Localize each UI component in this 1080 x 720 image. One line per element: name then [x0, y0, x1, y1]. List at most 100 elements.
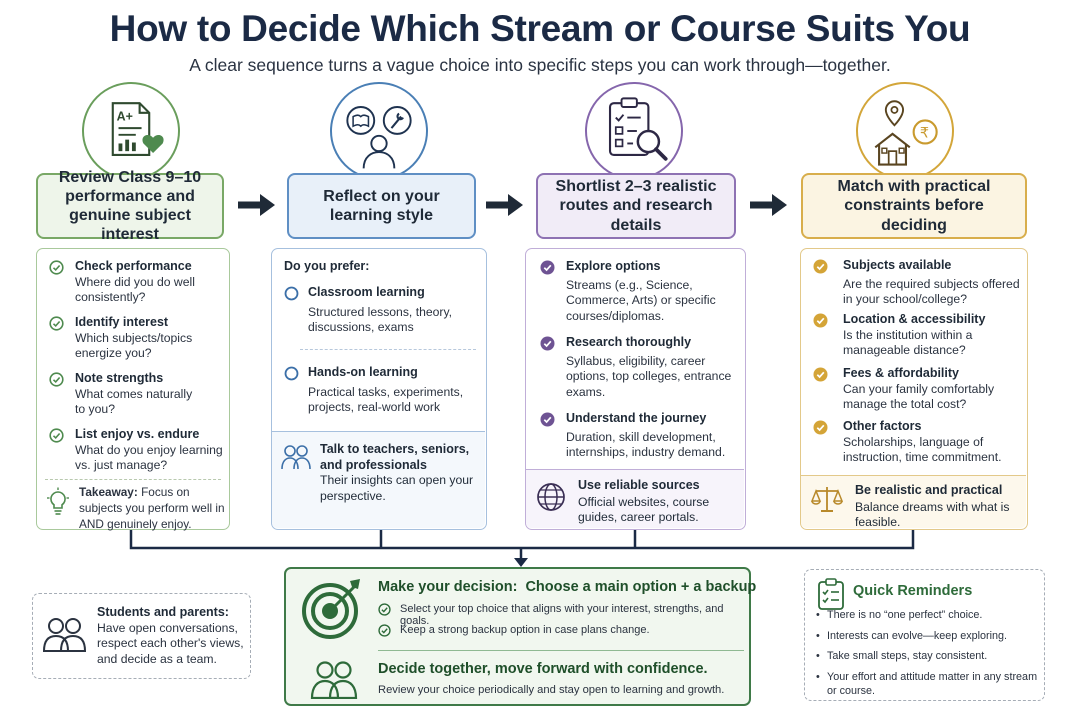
reminders-title: Quick Reminders — [853, 583, 973, 599]
step1-item-desc: Which subjects/topics energize you? — [75, 330, 193, 361]
target-arrow-icon — [300, 577, 364, 641]
check-filled-icon — [813, 259, 828, 274]
step3-footer-text: Official websites, course guides, career… — [578, 494, 710, 525]
step2-footer-title: Talk to teachers, seniors, and professio… — [320, 442, 470, 472]
step2-heading: Reflect on your learning style — [287, 173, 476, 239]
check-filled-icon — [813, 313, 828, 328]
step1-item-desc: What comes naturally to you? — [75, 386, 193, 417]
step-arrow — [238, 192, 276, 218]
learning-style-person-icon — [346, 106, 412, 169]
page-title: How to Decide Which Stream or Course Sui… — [109, 8, 971, 49]
step3-item-desc: Duration, skill development, internships… — [566, 429, 726, 460]
check-filled-icon — [813, 420, 828, 435]
step3-item-title: Explore options — [566, 259, 661, 273]
location-home-rupee-icon: ₹ — [874, 100, 938, 166]
step4-item-desc: Is the institution within a manageable d… — [843, 327, 973, 358]
step2-footer-text: Their insights can open your perspective… — [320, 473, 474, 504]
step1-item-title: Check performance — [75, 259, 192, 273]
step3-footer: Use reliable sources Official websites, … — [526, 469, 744, 528]
decision-together-title: Decide together, move forward with confi… — [378, 661, 708, 677]
decision-heading: Make your decision: Choose a main option… — [378, 579, 757, 595]
check-circle-icon — [378, 624, 391, 637]
step3-item-desc: Streams (e.g., Science, Commerce, Arts) … — [566, 277, 716, 324]
step1-heading-text: Review Class 9–10 performance and genuin… — [58, 168, 202, 244]
check-circle-icon — [49, 372, 64, 387]
step4-footer: Be realistic and practical Balance dream… — [801, 475, 1026, 529]
step2-option-title: Classroom learning — [308, 285, 425, 299]
step3-heading: Shortlist 2–3 realistic routes and resea… — [536, 173, 736, 239]
step4-item-title: Fees & affordability — [843, 366, 959, 380]
step4-heading-text: Match with practical constraints before … — [837, 178, 991, 234]
reminder-text: Interests can evolve—keep exploring. — [827, 629, 1008, 642]
reminder-item: •Take small steps, stay consistent. — [816, 650, 988, 663]
step3-icon-circle — [585, 82, 683, 180]
step2-option-title: Hands-on learning — [308, 365, 418, 379]
step1-takeaway: Takeaway: Focus on subjects you perform … — [79, 485, 229, 533]
step2-option-desc: Practical tasks, experiments, projects, … — [308, 384, 464, 415]
step2-option-desc: Structured lessons, theory, discussions,… — [308, 304, 453, 335]
step3-item-desc: Syllabus, eligibility, career options, t… — [566, 353, 732, 400]
decision-point-text: Keep a strong backup option in case plan… — [400, 624, 650, 636]
lightbulb-icon — [45, 487, 71, 517]
globe-icon — [536, 482, 566, 512]
reminder-item: •Your effort and attitude matter in any … — [816, 670, 1038, 698]
clipboard-checklist-icon — [817, 578, 845, 610]
step3-item-title: Understand the journey — [566, 411, 707, 425]
step1-item-desc: What do you enjoy learning vs. just mana… — [75, 442, 223, 473]
check-filled-icon — [540, 412, 555, 427]
reminder-item: •There is no “one perfect” choice. — [816, 609, 983, 621]
step2-divider — [300, 349, 476, 350]
parents-title: Students and parents: — [97, 605, 229, 619]
svg-text:₹: ₹ — [920, 126, 929, 142]
people-icon — [42, 616, 87, 652]
radio-circle-icon — [284, 286, 299, 301]
reminder-text: There is no “one perfect” choice. — [827, 609, 983, 621]
step2-prompt: Do you prefer: — [284, 259, 370, 273]
step4-item-desc: Scholarships, language of instruction, t… — [843, 434, 1002, 465]
step4-item-title: Subjects available — [843, 258, 952, 272]
check-circle-icon — [49, 260, 64, 275]
step4-heading: Match with practical constraints before … — [801, 173, 1027, 239]
step1-item-title: List enjoy vs. endure — [75, 427, 200, 441]
step4-item-desc: Are the required subjects offered in you… — [843, 276, 1020, 307]
takeaway-text: Focus on subjects you perform well in AN… — [79, 485, 225, 531]
check-filled-icon — [540, 260, 555, 275]
check-circle-icon — [49, 316, 64, 331]
step1-icon-circle: A+ — [82, 82, 180, 180]
step-arrow — [750, 192, 788, 218]
check-filled-icon — [540, 336, 555, 351]
quick-reminders: Quick Reminders •There is no “one perfec… — [804, 569, 1045, 701]
people-icon — [280, 444, 312, 470]
step4-footer-title: Be realistic and practical — [855, 483, 1003, 497]
step3-item-title: Research thoroughly — [566, 335, 692, 349]
step1-heading: Review Class 9–10 performance and genuin… — [36, 169, 224, 243]
step-arrow — [486, 192, 524, 218]
check-circle-icon — [49, 428, 64, 443]
step3-footer-title: Use reliable sources — [578, 478, 700, 492]
step1-item-desc: Where did you do well consistently? — [75, 274, 195, 305]
decision-divider — [378, 650, 744, 651]
check-filled-icon — [813, 367, 828, 382]
decision-panel: Make your decision: Choose a main option… — [284, 567, 757, 706]
parents-note: Students and parents: Have open conversa… — [32, 593, 251, 679]
reminder-item: •Interests can evolve—keep exploring. — [816, 629, 1008, 642]
step2-footer: Talk to teachers, seniors, and professio… — [272, 431, 485, 528]
step3-heading-text: Shortlist 2–3 realistic routes and resea… — [555, 178, 717, 234]
step2-icon-circle — [330, 82, 428, 180]
report-card-heart-icon: A+ — [111, 102, 164, 157]
step4-icon-circle: ₹ — [856, 82, 954, 180]
step1-divider — [45, 479, 221, 480]
step1-item-title: Identify interest — [75, 315, 169, 329]
reminder-text: Your effort and attitude matter in any s… — [827, 670, 1038, 698]
step4-item-desc: Can your family comfortably manage the t… — [843, 381, 995, 412]
parents-text: Have open conversations, respect each ot… — [97, 620, 244, 667]
page-subtitle: A clear sequence turns a vague choice in… — [189, 55, 891, 75]
takeaway-label: Takeaway: — [79, 485, 138, 499]
step4-item-title: Location & accessibility — [843, 312, 986, 326]
step4-footer-text: Balance dreams with what is feasible. — [855, 499, 1010, 530]
step2-heading-text: Reflect on your learning style — [323, 187, 440, 224]
